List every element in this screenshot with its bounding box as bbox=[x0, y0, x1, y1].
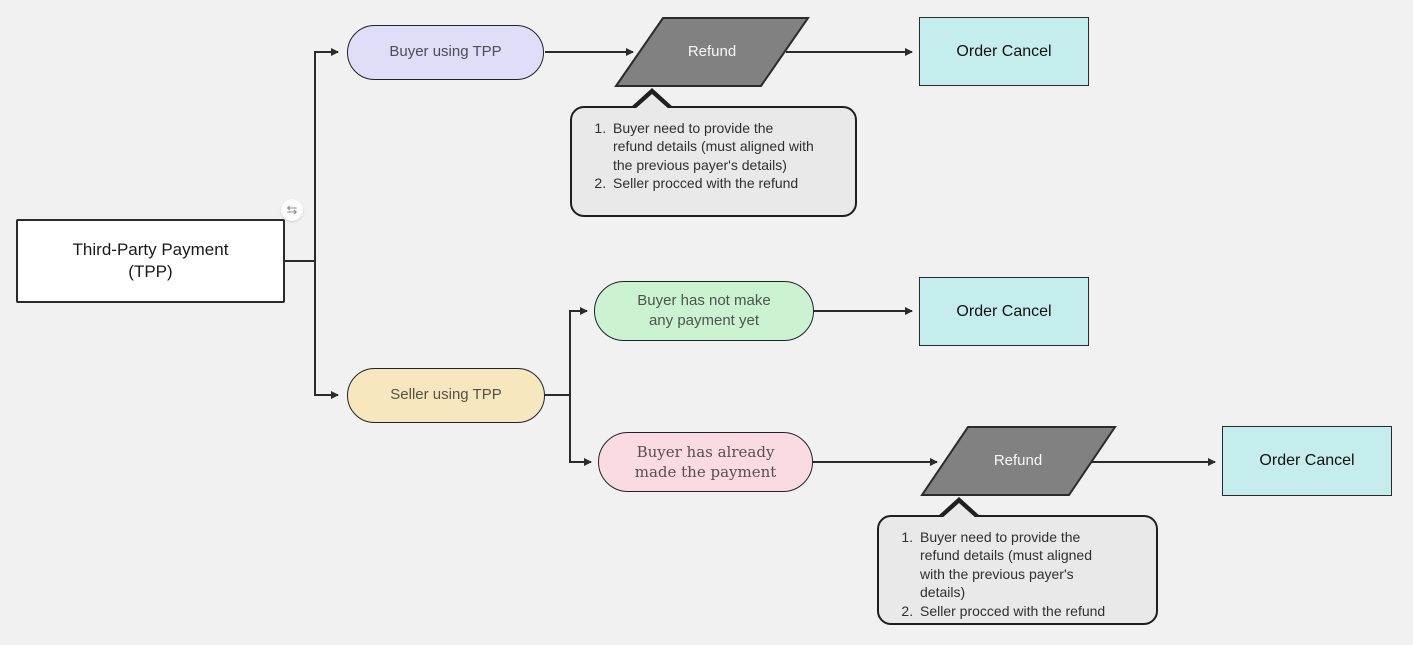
node-buyer-no-payment[interactable]: Buyer has not make any payment yet bbox=[594, 281, 814, 341]
note-item: Buyer need to provide the refund details… bbox=[610, 119, 815, 174]
refund-parallelogram-1[interactable] bbox=[614, 17, 810, 87]
node-third-party-payment[interactable]: Third-Party Payment (TPP) bbox=[16, 219, 285, 303]
node-buyer-already-paid[interactable]: Buyer has already made the payment bbox=[598, 432, 813, 492]
refund-label-2: Refund bbox=[993, 452, 1043, 469]
node-seller-using-tpp[interactable]: Seller using TPP bbox=[347, 368, 545, 423]
node-buyer-using-tpp[interactable]: Buyer using TPP bbox=[347, 25, 544, 80]
note-item: Seller procced with the refund bbox=[917, 602, 1116, 620]
refund-note-list: Buyer need to provide the refund details… bbox=[891, 528, 1116, 620]
connector-root-to-buyer bbox=[285, 48, 339, 262]
refund-label-1: Refund bbox=[687, 43, 737, 60]
connector-seller-to-nopayment bbox=[545, 307, 588, 396]
node-order-cancel-3[interactable]: Order Cancel bbox=[1222, 426, 1392, 496]
node-order-cancel-1[interactable]: Order Cancel bbox=[919, 17, 1089, 86]
connector-root-to-seller bbox=[314, 261, 339, 399]
refund-parallelogram-2[interactable] bbox=[920, 426, 1117, 496]
swap-arrows-icon[interactable]: ⇆ bbox=[281, 199, 303, 221]
note-pointer-fill bbox=[941, 503, 977, 519]
note-item: Buyer need to provide the refund details… bbox=[917, 528, 1116, 602]
note-pointer-fill bbox=[634, 94, 670, 110]
refund-note-1[interactable]: Buyer need to provide the refund details… bbox=[570, 88, 857, 217]
node-order-cancel-2[interactable]: Order Cancel bbox=[919, 277, 1089, 346]
refund-note-2[interactable]: Buyer need to provide the refund details… bbox=[877, 497, 1158, 625]
note-item: Seller procced with the refund bbox=[610, 174, 815, 192]
connector-seller-to-paid bbox=[569, 395, 592, 466]
refund-note-list: Buyer need to provide the refund details… bbox=[584, 119, 815, 193]
